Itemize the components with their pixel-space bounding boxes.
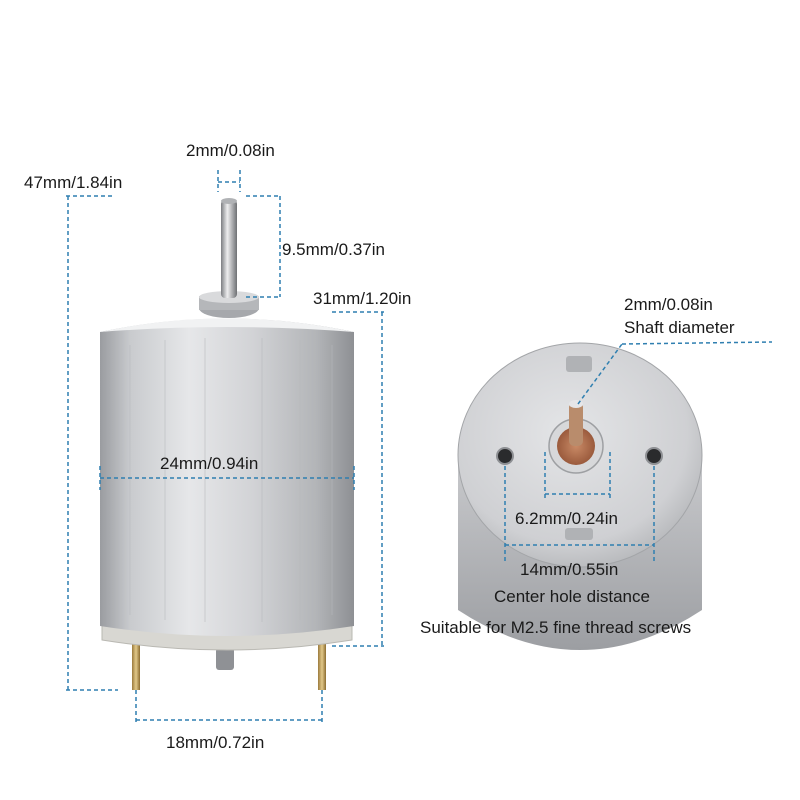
label-shaft-diameter-caption: Shaft diameter <box>624 318 735 337</box>
label-shaft-diameter-end: 2mm/0.08in <box>624 295 713 314</box>
motor-end-view <box>457 342 703 650</box>
label-bushing-diameter: 6.2mm/0.24in <box>515 509 618 528</box>
face-notch-bottom <box>565 528 593 540</box>
dim-end-shaft-line <box>621 341 773 345</box>
dim-end-shaft-leader <box>577 343 623 405</box>
motor-shaft <box>221 200 237 298</box>
label-body-diameter: 24mm/0.94in <box>160 454 259 473</box>
label-screw-note: Suitable for M2.5 fine thread screws <box>420 618 692 637</box>
label-body-length: 31mm/1.20in <box>313 289 412 308</box>
brushed-texture <box>129 338 333 622</box>
motor-side-view <box>100 198 354 690</box>
can-top-rim <box>100 318 354 332</box>
mounting-hole-right <box>645 447 663 465</box>
label-hole-distance-caption: Center hole distance <box>494 587 650 606</box>
terminal-right <box>318 632 326 690</box>
face-shaft <box>569 402 583 446</box>
terminal-left <box>132 632 140 690</box>
dimension-lines <box>66 170 773 722</box>
shaft-tip <box>221 198 237 204</box>
label-terminal-spacing: 18mm/0.72in <box>166 733 265 752</box>
label-hole-distance: 14mm/0.55in <box>520 560 619 579</box>
rear-nub <box>216 648 234 670</box>
face-notch-top <box>566 356 592 372</box>
label-total-length: 47mm/1.84in <box>24 173 123 192</box>
label-shaft-diameter-top: 2mm/0.08in <box>186 141 275 160</box>
label-shaft-length: 9.5mm/0.37in <box>282 240 385 259</box>
mounting-hole-left <box>496 447 514 465</box>
